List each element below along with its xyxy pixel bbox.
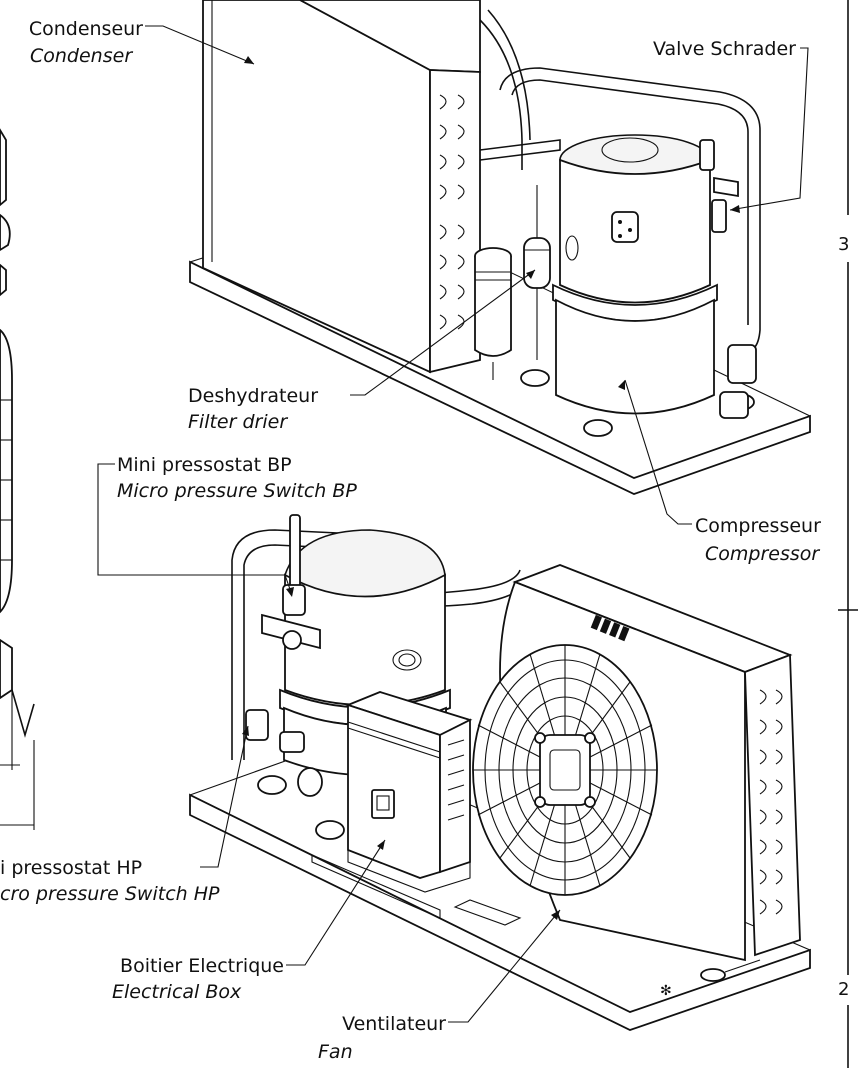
label-condenser-fr: Condenseur bbox=[29, 18, 143, 40]
label-condenser-en: Condenser bbox=[30, 45, 133, 67]
bottom-unit: ▮▮▮▮ bbox=[189, 514, 811, 1031]
bottom-base-plate bbox=[189, 793, 811, 1031]
label-fan-fr: Ventilateur bbox=[342, 1013, 446, 1035]
label-switch-bp-fr: Mini pressostat BP bbox=[117, 454, 292, 476]
label-compressor-en: Compressor bbox=[705, 543, 820, 565]
schrader-valve bbox=[699, 139, 739, 233]
base-snowflake-icon: ✻ bbox=[660, 983, 672, 999]
leader-electrical-box bbox=[286, 839, 386, 966]
filter-drier bbox=[474, 247, 512, 380]
top-compressor bbox=[552, 134, 718, 415]
pressure-switch-bp bbox=[261, 514, 321, 650]
label-compressor-fr: Compresseur bbox=[695, 515, 821, 537]
label-switch-bp-en: Micro pressure Switch BP bbox=[117, 480, 357, 502]
label-switch-hp-fr: i pressostat HP bbox=[0, 857, 142, 879]
top-discharge-valve bbox=[727, 344, 757, 384]
label-filter-drier-fr: Deshydrateur bbox=[188, 385, 318, 407]
leader-switch-bp bbox=[97, 463, 293, 596]
frame-border bbox=[838, 0, 858, 1068]
left-side-view bbox=[0, 128, 35, 830]
top-condenser-panel bbox=[202, 0, 431, 374]
bottom-foot-3 bbox=[700, 968, 726, 982]
top-foot-1 bbox=[520, 369, 550, 387]
label-filter-drier-en: Filter drier bbox=[188, 411, 288, 433]
edge-mark-2: 2 bbox=[838, 979, 849, 1000]
pressure-switch-hp bbox=[245, 709, 323, 797]
top-base-plate bbox=[189, 260, 811, 495]
fan bbox=[472, 644, 658, 896]
top-suction-pipe bbox=[499, 67, 761, 352]
bottom-suction-pipe bbox=[231, 529, 381, 760]
leader-filter-drier bbox=[350, 269, 536, 396]
leader-lines bbox=[97, 25, 809, 1023]
label-electrical-box-en: Electrical Box bbox=[112, 981, 242, 1003]
bottom-foot-1 bbox=[257, 775, 287, 795]
top-coil-loops bbox=[439, 94, 465, 330]
leader-fan bbox=[448, 909, 561, 1023]
top-condenser-coil bbox=[429, 69, 481, 374]
leader-compressor bbox=[624, 379, 692, 525]
electrical-box bbox=[345, 691, 473, 893]
top-unit bbox=[189, 0, 811, 495]
bottom-condenser-coil bbox=[744, 653, 801, 957]
leader-schrader bbox=[729, 47, 809, 211]
leader-switch-hp bbox=[200, 725, 249, 868]
label-electrical-box-fr: Boitier Electrique bbox=[120, 955, 284, 977]
label-switch-hp-en: cro pressure Switch HP bbox=[0, 883, 220, 905]
top-foot-2 bbox=[583, 419, 613, 437]
leader-condenser bbox=[145, 25, 255, 65]
label-fan-en: Fan bbox=[318, 1041, 353, 1063]
bottom-foot-2 bbox=[315, 820, 345, 840]
edge-mark-3: 3 bbox=[838, 234, 849, 255]
label-schrader-fr: Valve Schrader bbox=[653, 38, 796, 60]
